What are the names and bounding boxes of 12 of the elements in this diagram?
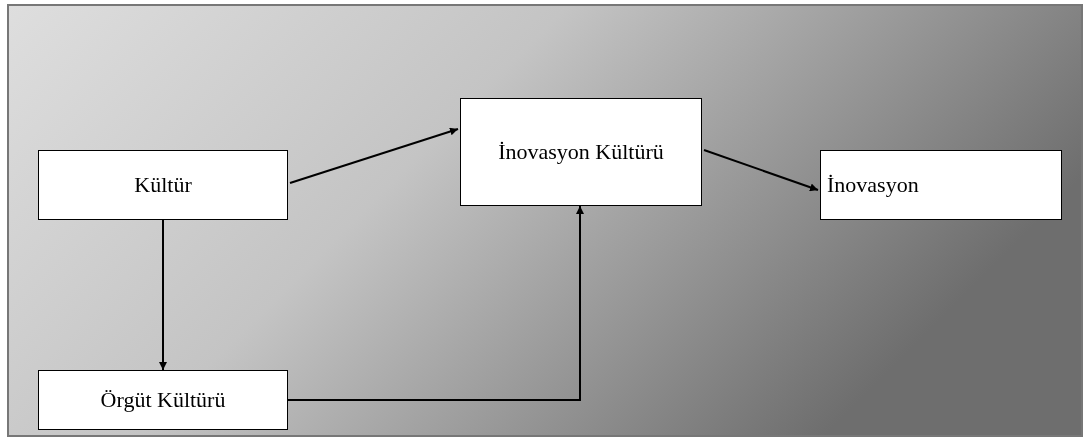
arrow (287, 205, 584, 401)
process-box (460, 98, 702, 206)
process-box (38, 370, 288, 430)
process-box (820, 150, 1062, 220)
arrow (703, 149, 819, 192)
arrow (289, 127, 459, 184)
box-label: Kültür (134, 170, 192, 199)
process-box (38, 150, 288, 220)
box-label: İnovasyon (827, 170, 919, 199)
box-label: Örgüt Kültürü (100, 385, 226, 414)
arrow (159, 219, 167, 371)
box-label: İnovasyon Kültürü (498, 137, 664, 166)
